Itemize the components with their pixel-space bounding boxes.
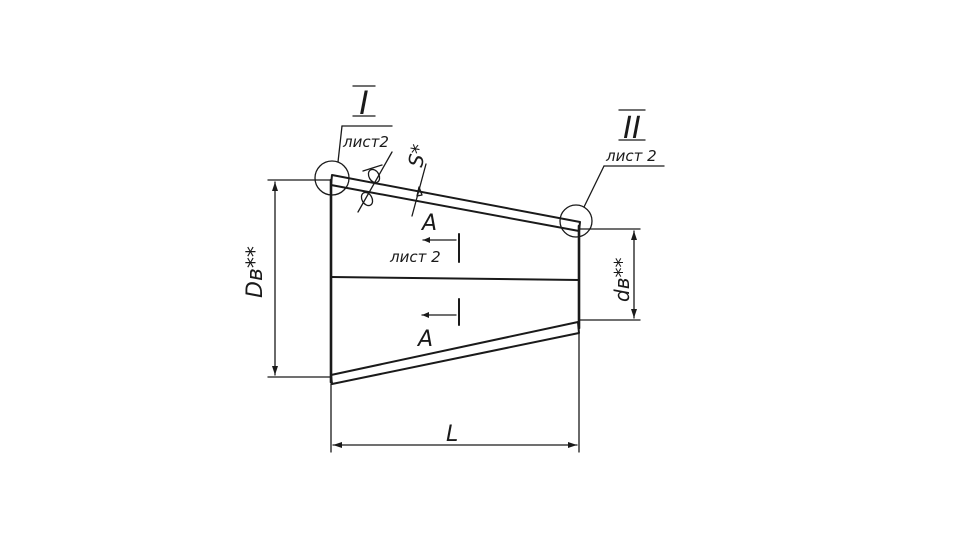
section-marker: A лист 2 A [389,211,460,352]
weld-symbol [357,151,393,213]
small-diameter-label: dв** [610,258,634,302]
detail-leader-1 [337,125,343,163]
detail-label-2: II [623,111,641,146]
top-wall-section [330,174,581,232]
detail-mark-2: II лист 2 [559,109,665,238]
thickness-dimension: S* [403,142,431,217]
section-letter-bottom: A [416,327,433,352]
detail-sheet-1: лист2 [342,133,389,151]
section-arrowhead-bottom [422,312,429,318]
detail-circle-1 [314,160,350,196]
section-arrowhead-top [423,237,430,243]
section-letter-top: A [420,211,437,236]
detail-label-1: I [359,84,368,122]
thickness-label: S* [403,142,431,169]
axis-line [330,276,580,281]
bottom-wall-section [330,321,580,385]
length-label: L [446,422,458,447]
detail-circle-2 [559,204,593,238]
large-diameter-label: Dв** [243,246,268,298]
detail-sheet-2: лист 2 [605,147,657,165]
cone-reducer [329,174,581,385]
section-sheet: лист 2 [389,248,441,266]
detail-mark-1: I лист2 [314,84,393,196]
small-diameter-dimension: dв** [579,228,641,321]
detail-leader-2 [583,165,605,208]
length-dimension: L [330,332,580,453]
large-diameter-dimension: Dв** [243,179,331,378]
